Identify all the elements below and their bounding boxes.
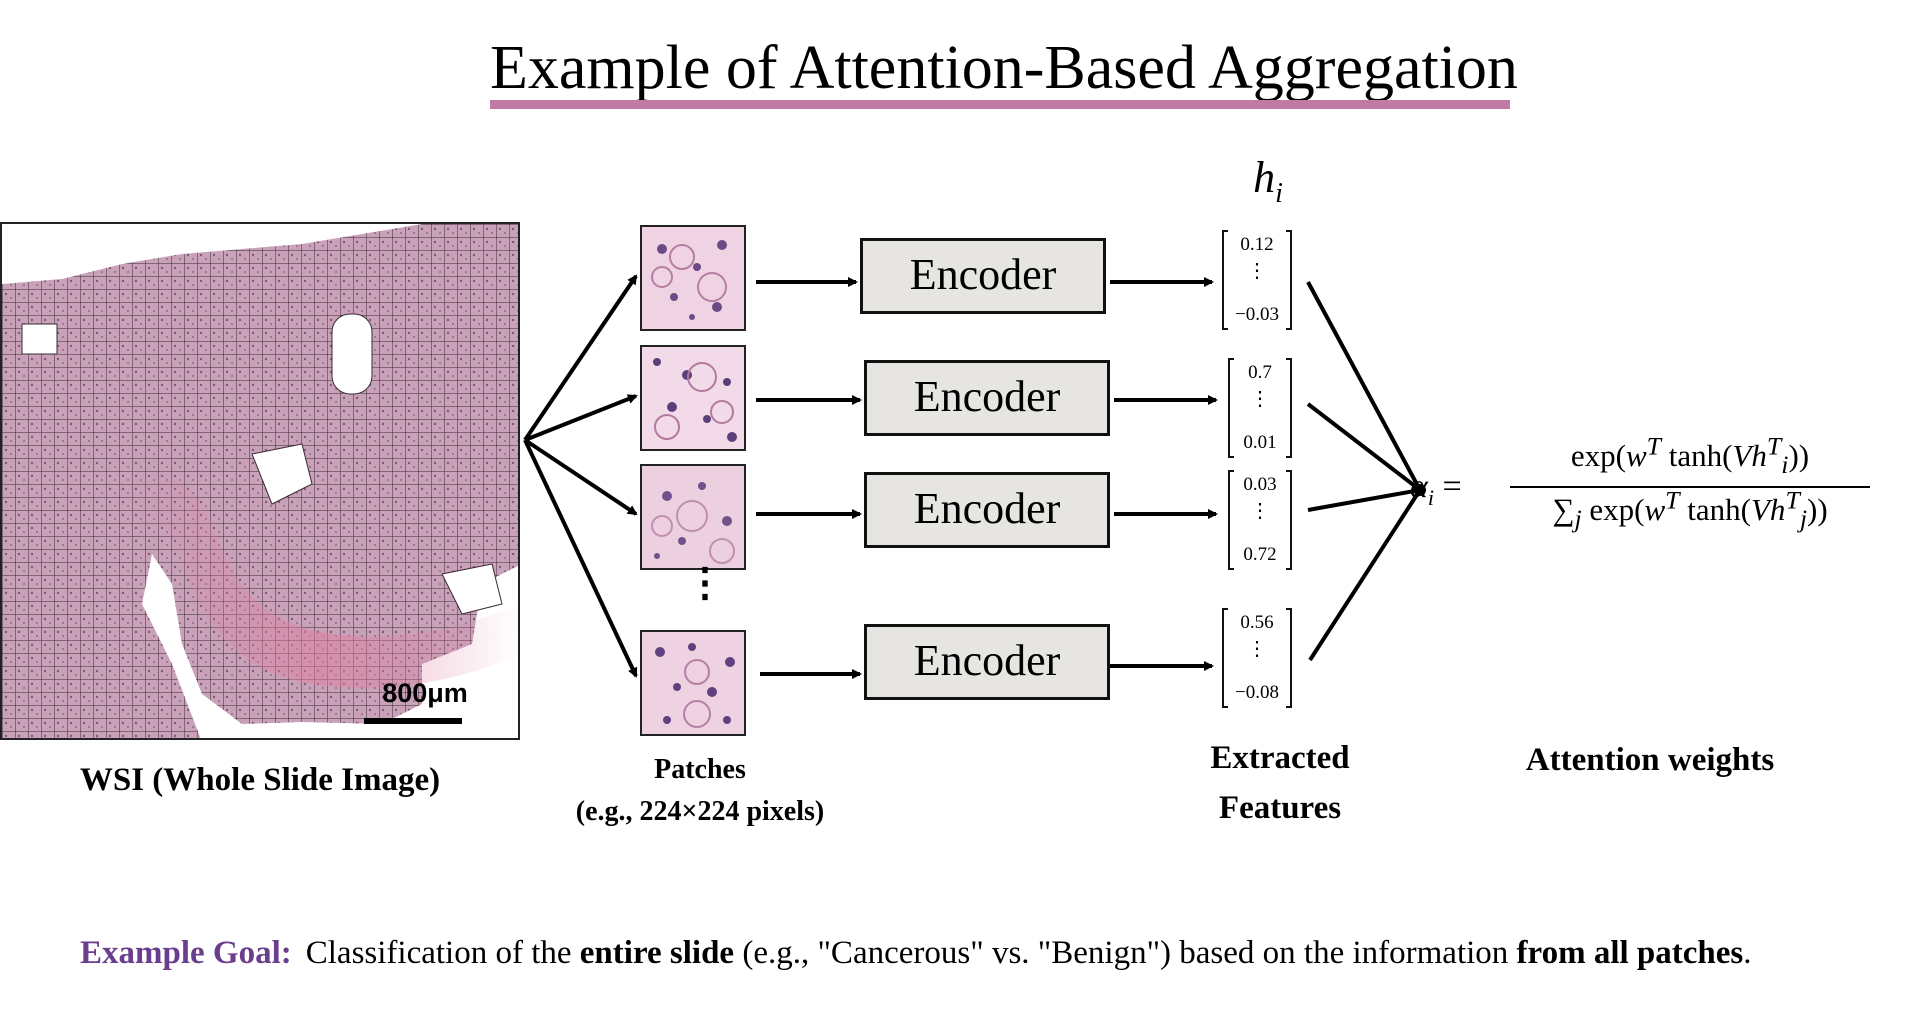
fraction-bar (1510, 486, 1870, 488)
title-underline (490, 100, 1510, 109)
scale-bar (364, 718, 462, 724)
page-title: Example of Attention-Based Aggregation (490, 34, 1518, 102)
goal-text-1: Classification of the (305, 935, 580, 971)
vector-ellipsis: ⋮ (1247, 260, 1267, 282)
vector-bottom-value: 0.01 (1243, 432, 1277, 453)
den-close: )) (1807, 492, 1828, 527)
num-i: i (1781, 450, 1789, 480)
encoder-box: Encoder (860, 238, 1106, 314)
arrow-wsi-to-patch-4 (523, 439, 638, 678)
features-caption-line2: Features (1218, 790, 1342, 826)
alpha-letter: α (1410, 468, 1428, 505)
goal-text-3: . (1743, 935, 1752, 971)
goal-statement: Example Goal: Classification of the entir… (80, 935, 1910, 972)
den-jj: j (1799, 504, 1807, 534)
feature-symbol-sub: i (1275, 177, 1283, 209)
arrow-wsi-to-patch-3 (523, 438, 638, 516)
num-T2: T (1766, 431, 1782, 461)
vector-top-value: 0.03 (1243, 474, 1277, 495)
feature-vector: 0.56 ⋮ −0.08 (1222, 608, 1292, 708)
aggregation-node (1414, 484, 1426, 496)
vector-top-value: 0.56 (1240, 612, 1274, 633)
wsi-tissue-grid (2, 224, 518, 738)
alpha-sub: i (1427, 484, 1434, 510)
encoder-box: Encoder (864, 472, 1110, 548)
patch-ellipsis: ⋮ (685, 560, 725, 605)
features-caption-line1: Extracted (1210, 740, 1350, 776)
vector-ellipsis: ⋮ (1247, 638, 1267, 660)
num-w: w (1625, 438, 1647, 473)
attention-caption: Attention weights (1525, 742, 1775, 778)
num-T: T (1646, 431, 1662, 461)
feature-vector: 0.12 ⋮ −0.03 (1222, 230, 1292, 330)
patch-image (640, 630, 746, 736)
den-exp: exp( (1581, 492, 1645, 527)
line-feature-1-to-alpha (1306, 281, 1422, 491)
goal-bold-2: from all patches (1516, 935, 1744, 971)
patches-caption-title: Patches (654, 754, 746, 785)
arrow-wsi-to-patch-1 (523, 274, 638, 442)
feature-vector: 0.03 ⋮ 0.72 (1228, 470, 1292, 570)
alpha-symbol: αi = (1410, 468, 1462, 508)
goal-text-2: (e.g., "Cancerous" vs. "Benign") based o… (734, 935, 1517, 971)
patch-image (640, 464, 746, 570)
den-Vh: Vh (1751, 492, 1786, 527)
goal-label: Example Goal: (80, 935, 292, 971)
scale-bar-label: 800μm (382, 678, 468, 708)
den-T2: T (1785, 485, 1800, 515)
patch-image (640, 225, 746, 331)
line-feature-2-to-alpha (1306, 402, 1422, 492)
den-w: w (1644, 492, 1666, 527)
equals-sign: = (1442, 468, 1462, 505)
formula-numerator: exp(wT tanh(VhTi)) (1510, 433, 1870, 477)
goal-bold-1: entire slide (579, 935, 735, 971)
num-tanh: tanh( (1661, 438, 1733, 473)
patch-image (640, 345, 746, 451)
vector-top-value: 0.7 (1248, 362, 1272, 383)
num-exp: exp( (1570, 438, 1626, 473)
vector-ellipsis: ⋮ (1250, 388, 1270, 410)
encoder-box: Encoder (864, 360, 1110, 436)
den-sum: ∑ (1552, 492, 1575, 527)
patches-caption-size: (e.g., 224×224 pixels) (575, 796, 825, 827)
vector-top-value: 0.12 (1240, 234, 1274, 255)
vector-ellipsis: ⋮ (1250, 500, 1270, 522)
line-feature-4-to-alpha (1308, 488, 1422, 662)
formula-denominator: ∑j exp(wT tanh(VhTj)) (1510, 487, 1870, 531)
vector-bottom-value: −0.08 (1235, 682, 1279, 703)
feature-vector: 0.7 ⋮ 0.01 (1228, 358, 1292, 458)
line-feature-3-to-alpha (1307, 488, 1421, 512)
num-close: )) (1788, 438, 1810, 473)
arrow-wsi-to-patch-2 (524, 394, 638, 442)
feature-symbol-h: h (1253, 153, 1276, 202)
wsi-caption: WSI (Whole Slide Image) (79, 762, 441, 798)
wsi-image (0, 222, 520, 740)
vector-bottom-value: 0.72 (1243, 544, 1277, 565)
attention-formula: αi = exp(wT tanh(VhTi)) ∑j exp(wT tanh(V… (1410, 433, 1870, 538)
num-Vh: Vh (1732, 438, 1767, 473)
den-tanh: tanh( (1679, 492, 1751, 527)
encoder-box: Encoder (864, 624, 1110, 700)
den-T: T (1665, 485, 1680, 515)
den-j: j (1574, 504, 1582, 534)
vector-bottom-value: −0.03 (1235, 304, 1279, 325)
feature-symbol: hi (1238, 152, 1298, 207)
